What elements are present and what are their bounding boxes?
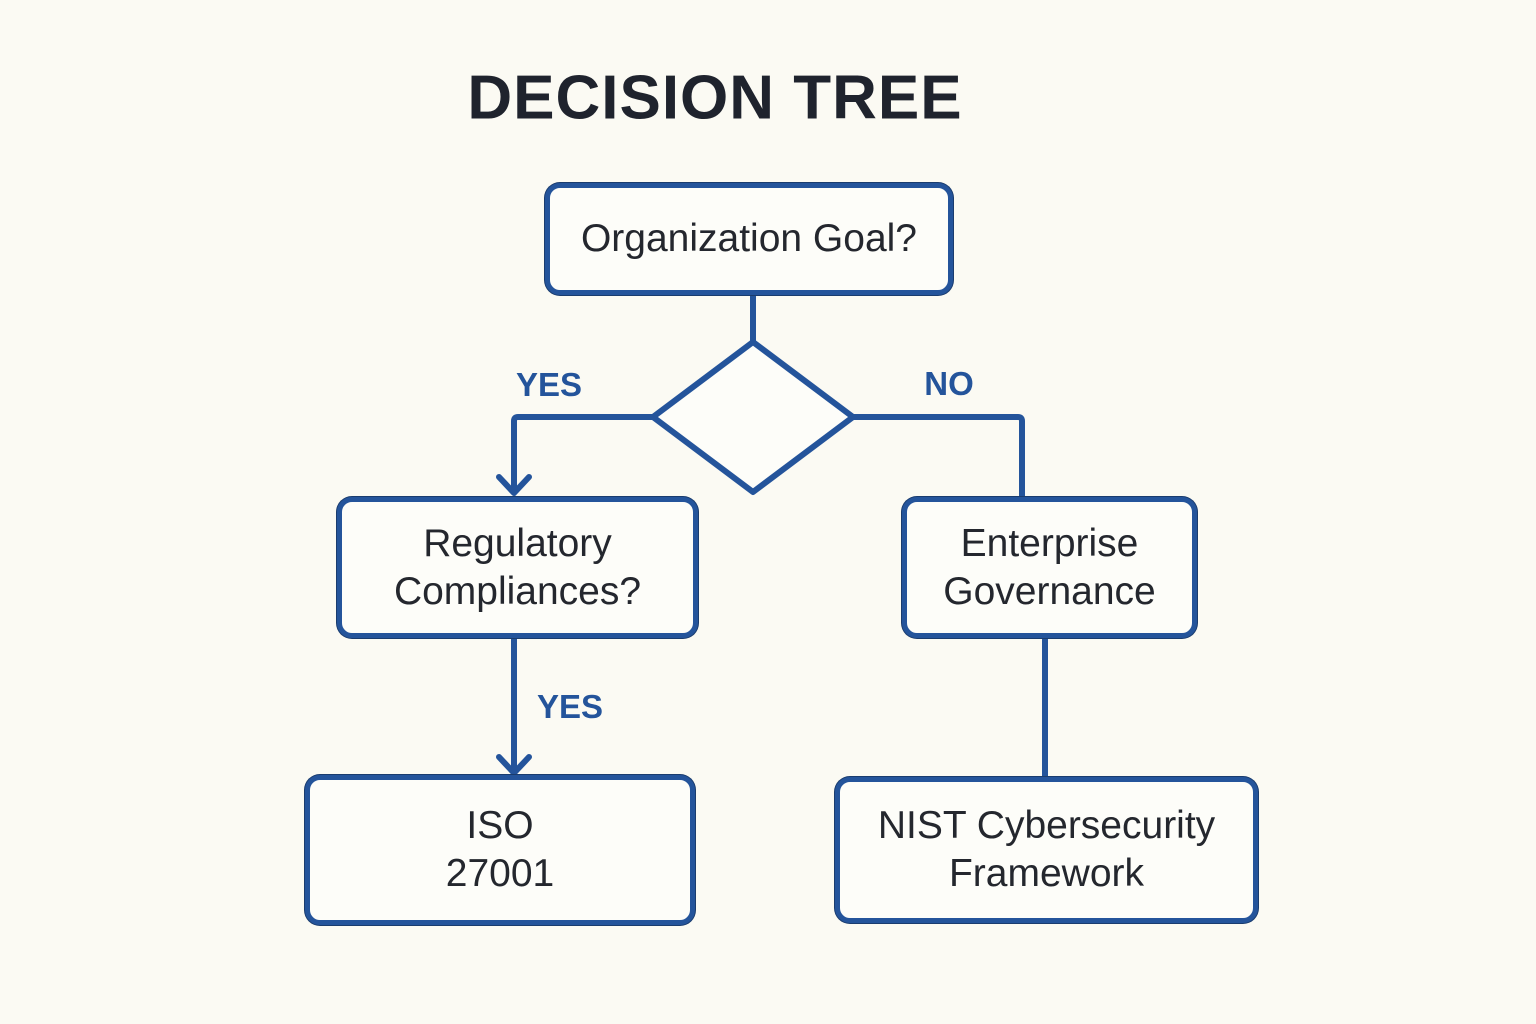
arrowhead-down-icon-regulatory: [496, 754, 532, 776]
edge-label-yes-root: YES: [515, 366, 583, 403]
node-iso-27001: ISO 27001: [305, 775, 695, 925]
node-regulatory-compliances-label: Regulatory Compliances?: [393, 521, 642, 613]
node-organization-goal-label: Organization Goal?: [580, 217, 918, 261]
arrowhead-down-icon-yes-left: [496, 474, 532, 496]
node-nist-framework: NIST Cybersecurity Framework: [835, 777, 1258, 923]
page-title: DECISION TREE: [467, 63, 963, 133]
node-regulatory-compliances: Regulatory Compliances?: [337, 497, 698, 638]
node-organization-goal: Organization Goal?: [545, 183, 953, 295]
connector-yes-left: [511, 414, 656, 489]
edge-label-yes-regulatory: YES: [536, 688, 604, 725]
node-enterprise-governance-label: Enterprise Governance: [943, 521, 1156, 613]
edge-label-no-root: NO: [924, 365, 974, 402]
connector-no-right: [850, 414, 1025, 500]
node-nist-framework-label: NIST Cybersecurity Framework: [877, 804, 1216, 895]
node-enterprise-governance: Enterprise Governance: [902, 497, 1197, 638]
decision-diamond-icon: [650, 339, 856, 495]
node-iso-27001-label: ISO 27001: [445, 804, 555, 895]
